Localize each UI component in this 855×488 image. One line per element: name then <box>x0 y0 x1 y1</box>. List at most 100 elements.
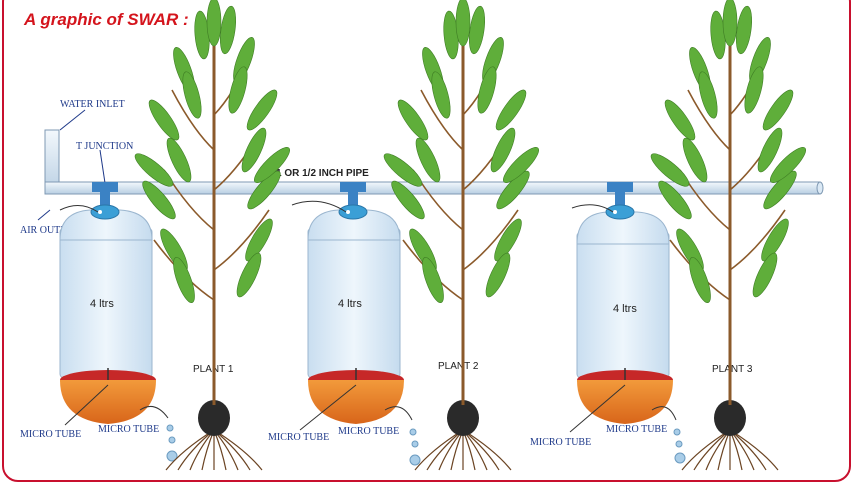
t-junction-stem <box>348 192 358 206</box>
micro-tube-label: MICRO TUBE <box>98 424 159 435</box>
leaf <box>383 153 423 187</box>
unit-3: 4 ltrs MICRO TUBE MICRO TUBE PLANT 3 <box>530 182 753 464</box>
water-drop <box>166 424 174 432</box>
water-drop <box>674 452 686 464</box>
t-junction-label: T JUNCTION <box>76 141 133 152</box>
soil-ball <box>198 400 230 436</box>
leaf <box>477 66 497 114</box>
micro-tube <box>651 406 677 421</box>
root <box>177 429 215 471</box>
water-drop <box>675 440 683 448</box>
micro-tube-label: MICRO TUBE <box>268 432 329 443</box>
water-drop <box>409 428 417 436</box>
leaf <box>664 99 696 141</box>
leaf <box>166 137 192 183</box>
pot-body <box>60 380 156 424</box>
volume-label: 4 ltrs <box>90 298 114 310</box>
root <box>426 429 464 471</box>
leaf <box>254 147 290 183</box>
micro-tube <box>384 406 413 421</box>
water-inlet-pointer <box>59 109 86 131</box>
pipe-label: 1 OR 1/2 INCH PIPE <box>276 168 369 179</box>
leaf <box>485 252 511 298</box>
micro-tube <box>139 405 169 419</box>
leaf <box>658 180 692 220</box>
plants <box>134 0 806 471</box>
leaf <box>722 0 738 47</box>
leaf <box>455 0 471 47</box>
pot-body <box>308 380 404 424</box>
water-drop <box>409 454 421 466</box>
leaf <box>236 252 262 298</box>
bottle-cap <box>90 204 120 220</box>
leaf <box>182 71 202 119</box>
branch <box>462 209 519 271</box>
leaf <box>391 180 425 220</box>
leaf <box>689 257 711 303</box>
leaf <box>682 137 708 183</box>
bottle-neck <box>307 209 401 241</box>
leaf <box>763 170 797 210</box>
leaf <box>752 252 778 298</box>
root <box>213 429 251 471</box>
pipe-end-cap <box>816 181 824 195</box>
leaf <box>142 180 176 220</box>
bottle-neck <box>59 209 153 241</box>
air-tube <box>571 204 614 213</box>
t-junction <box>607 182 633 192</box>
t-junction <box>92 182 118 192</box>
branch <box>213 209 270 271</box>
branch <box>687 89 731 151</box>
air-hole <box>613 210 617 214</box>
leaf <box>744 66 764 114</box>
bottle-cap <box>338 204 368 220</box>
leaf <box>495 89 527 131</box>
leaf <box>173 257 195 303</box>
micro-tube-pointer <box>64 384 109 426</box>
air-outlet-label: AIR OUTLET <box>20 225 79 236</box>
leaf <box>245 218 273 262</box>
leaf <box>220 5 236 55</box>
leaf <box>397 99 429 141</box>
diagram-title: A graphic of SWAR : <box>24 10 189 29</box>
micro-tube-label: MICRO TUBE <box>338 426 399 437</box>
micro-tube-pointer <box>299 384 357 431</box>
t-junction-stem <box>615 192 625 206</box>
leaf <box>134 153 174 187</box>
root <box>462 429 500 471</box>
leaf <box>736 5 752 55</box>
air-outlet-pointer <box>37 209 51 221</box>
micro-tube-label: MICRO TUBE <box>530 437 591 448</box>
air-hole <box>98 210 102 214</box>
leaf <box>415 137 441 183</box>
leaf <box>761 218 789 262</box>
root <box>693 429 731 471</box>
pot-body <box>577 380 673 424</box>
soil-ball <box>447 400 479 436</box>
volume-label: 4 ltrs <box>338 298 362 310</box>
water-inlet-label: WATER INLET <box>60 99 125 110</box>
leaf <box>206 0 222 47</box>
bottle-neck <box>576 211 670 245</box>
branch <box>171 89 215 151</box>
soil-ball <box>714 400 746 436</box>
bottle-cap <box>605 204 635 220</box>
air-tube <box>59 205 99 213</box>
water-drop <box>411 440 419 448</box>
t-junction <box>340 182 366 192</box>
leaf <box>762 89 794 131</box>
leaf <box>247 170 281 210</box>
leaf <box>246 89 278 131</box>
leaf <box>494 218 522 262</box>
leaf <box>770 147 806 183</box>
micro-tube-pointer <box>569 384 626 433</box>
water-drop <box>166 450 178 462</box>
water-drop <box>673 428 681 436</box>
volume-label: 4 ltrs <box>613 303 637 315</box>
micro-tube-label: MICRO TUBE <box>606 424 667 435</box>
leaf <box>757 127 783 173</box>
leaf <box>228 66 248 114</box>
leaf <box>650 153 690 187</box>
